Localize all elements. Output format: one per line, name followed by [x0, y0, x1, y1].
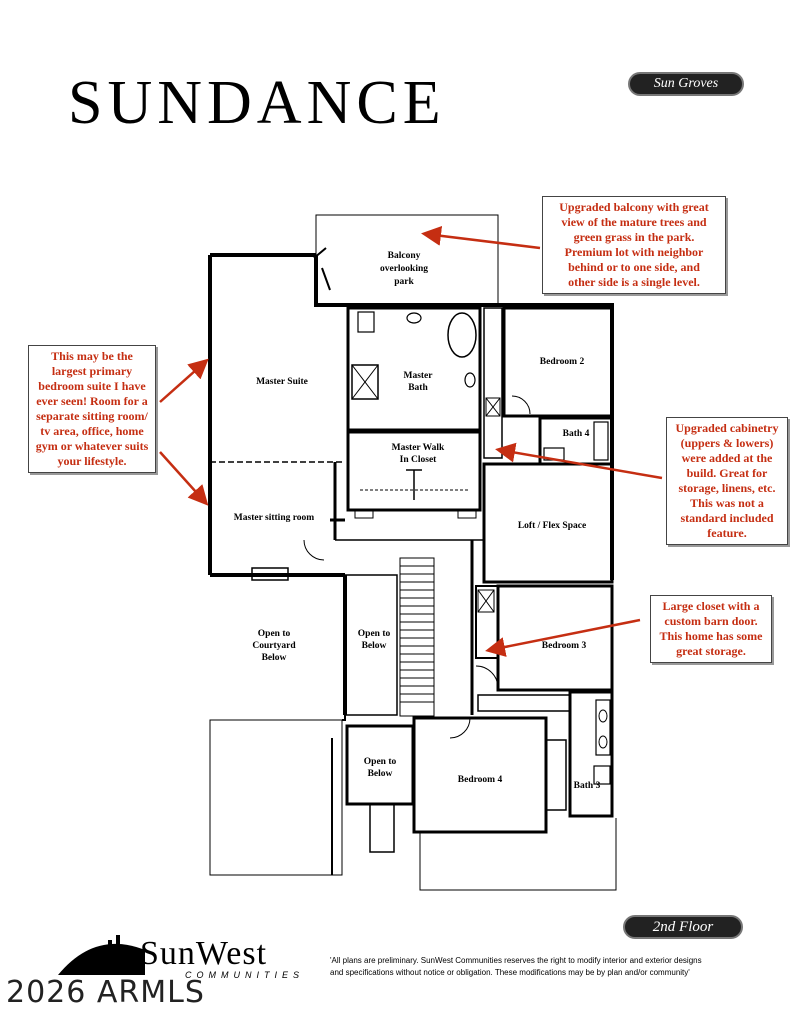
bath-4-walls: [538, 416, 614, 466]
lower-outline: [419, 818, 617, 891]
room-label-loft: Loft / Flex Space: [518, 521, 586, 531]
room-label-bath-4: Bath 4: [563, 429, 590, 439]
room-label-bath-3: Bath 3: [574, 781, 601, 791]
logo-name: SunWest: [140, 935, 268, 972]
disclaimer: 'All plans are preliminary. SunWest Comm…: [330, 956, 702, 977]
shower: [351, 364, 379, 400]
bath-3-walls: [568, 690, 614, 818]
walk-in-closet-walls: [346, 430, 482, 512]
floor-badge: 2nd Floor: [623, 915, 743, 939]
plan-title: SUNDANCE: [68, 69, 446, 137]
arrow-master-sitting: [159, 451, 209, 506]
room-label-master-sitting: Master sitting room: [234, 513, 314, 523]
master-bath-walls: [346, 306, 482, 432]
arrow-master-suite: [159, 358, 209, 403]
arrow-cabinetry: [495, 442, 663, 480]
barn-door-closet: [475, 585, 499, 659]
toilet: [357, 311, 375, 333]
note-cabinetry: Upgraded cabinetry(uppers & lowers)were …: [666, 417, 788, 545]
watermark: 2026 ARMLS: [6, 975, 205, 1010]
staircase: [399, 557, 435, 717]
cabinetry: [483, 307, 503, 459]
room-label-bedroom-3: Bedroom 3: [542, 641, 587, 651]
tub: [447, 312, 477, 358]
community-badge: Sun Groves: [628, 72, 744, 96]
loft-walls: [482, 462, 614, 584]
sunwest-logo-mark: [58, 935, 145, 975]
bedroom-2-walls: [502, 306, 614, 418]
room-label-bedroom-2: Bedroom 2: [540, 357, 585, 367]
arrow-balcony: [421, 225, 541, 250]
courtyard-outline: [209, 719, 343, 876]
logo-tagline: COMMUNITIES: [185, 970, 304, 980]
room-label-bedroom-4: Bedroom 4: [458, 775, 503, 785]
arrow-closet: [485, 618, 641, 657]
room-label-master-suite: Master Suite: [256, 377, 308, 387]
